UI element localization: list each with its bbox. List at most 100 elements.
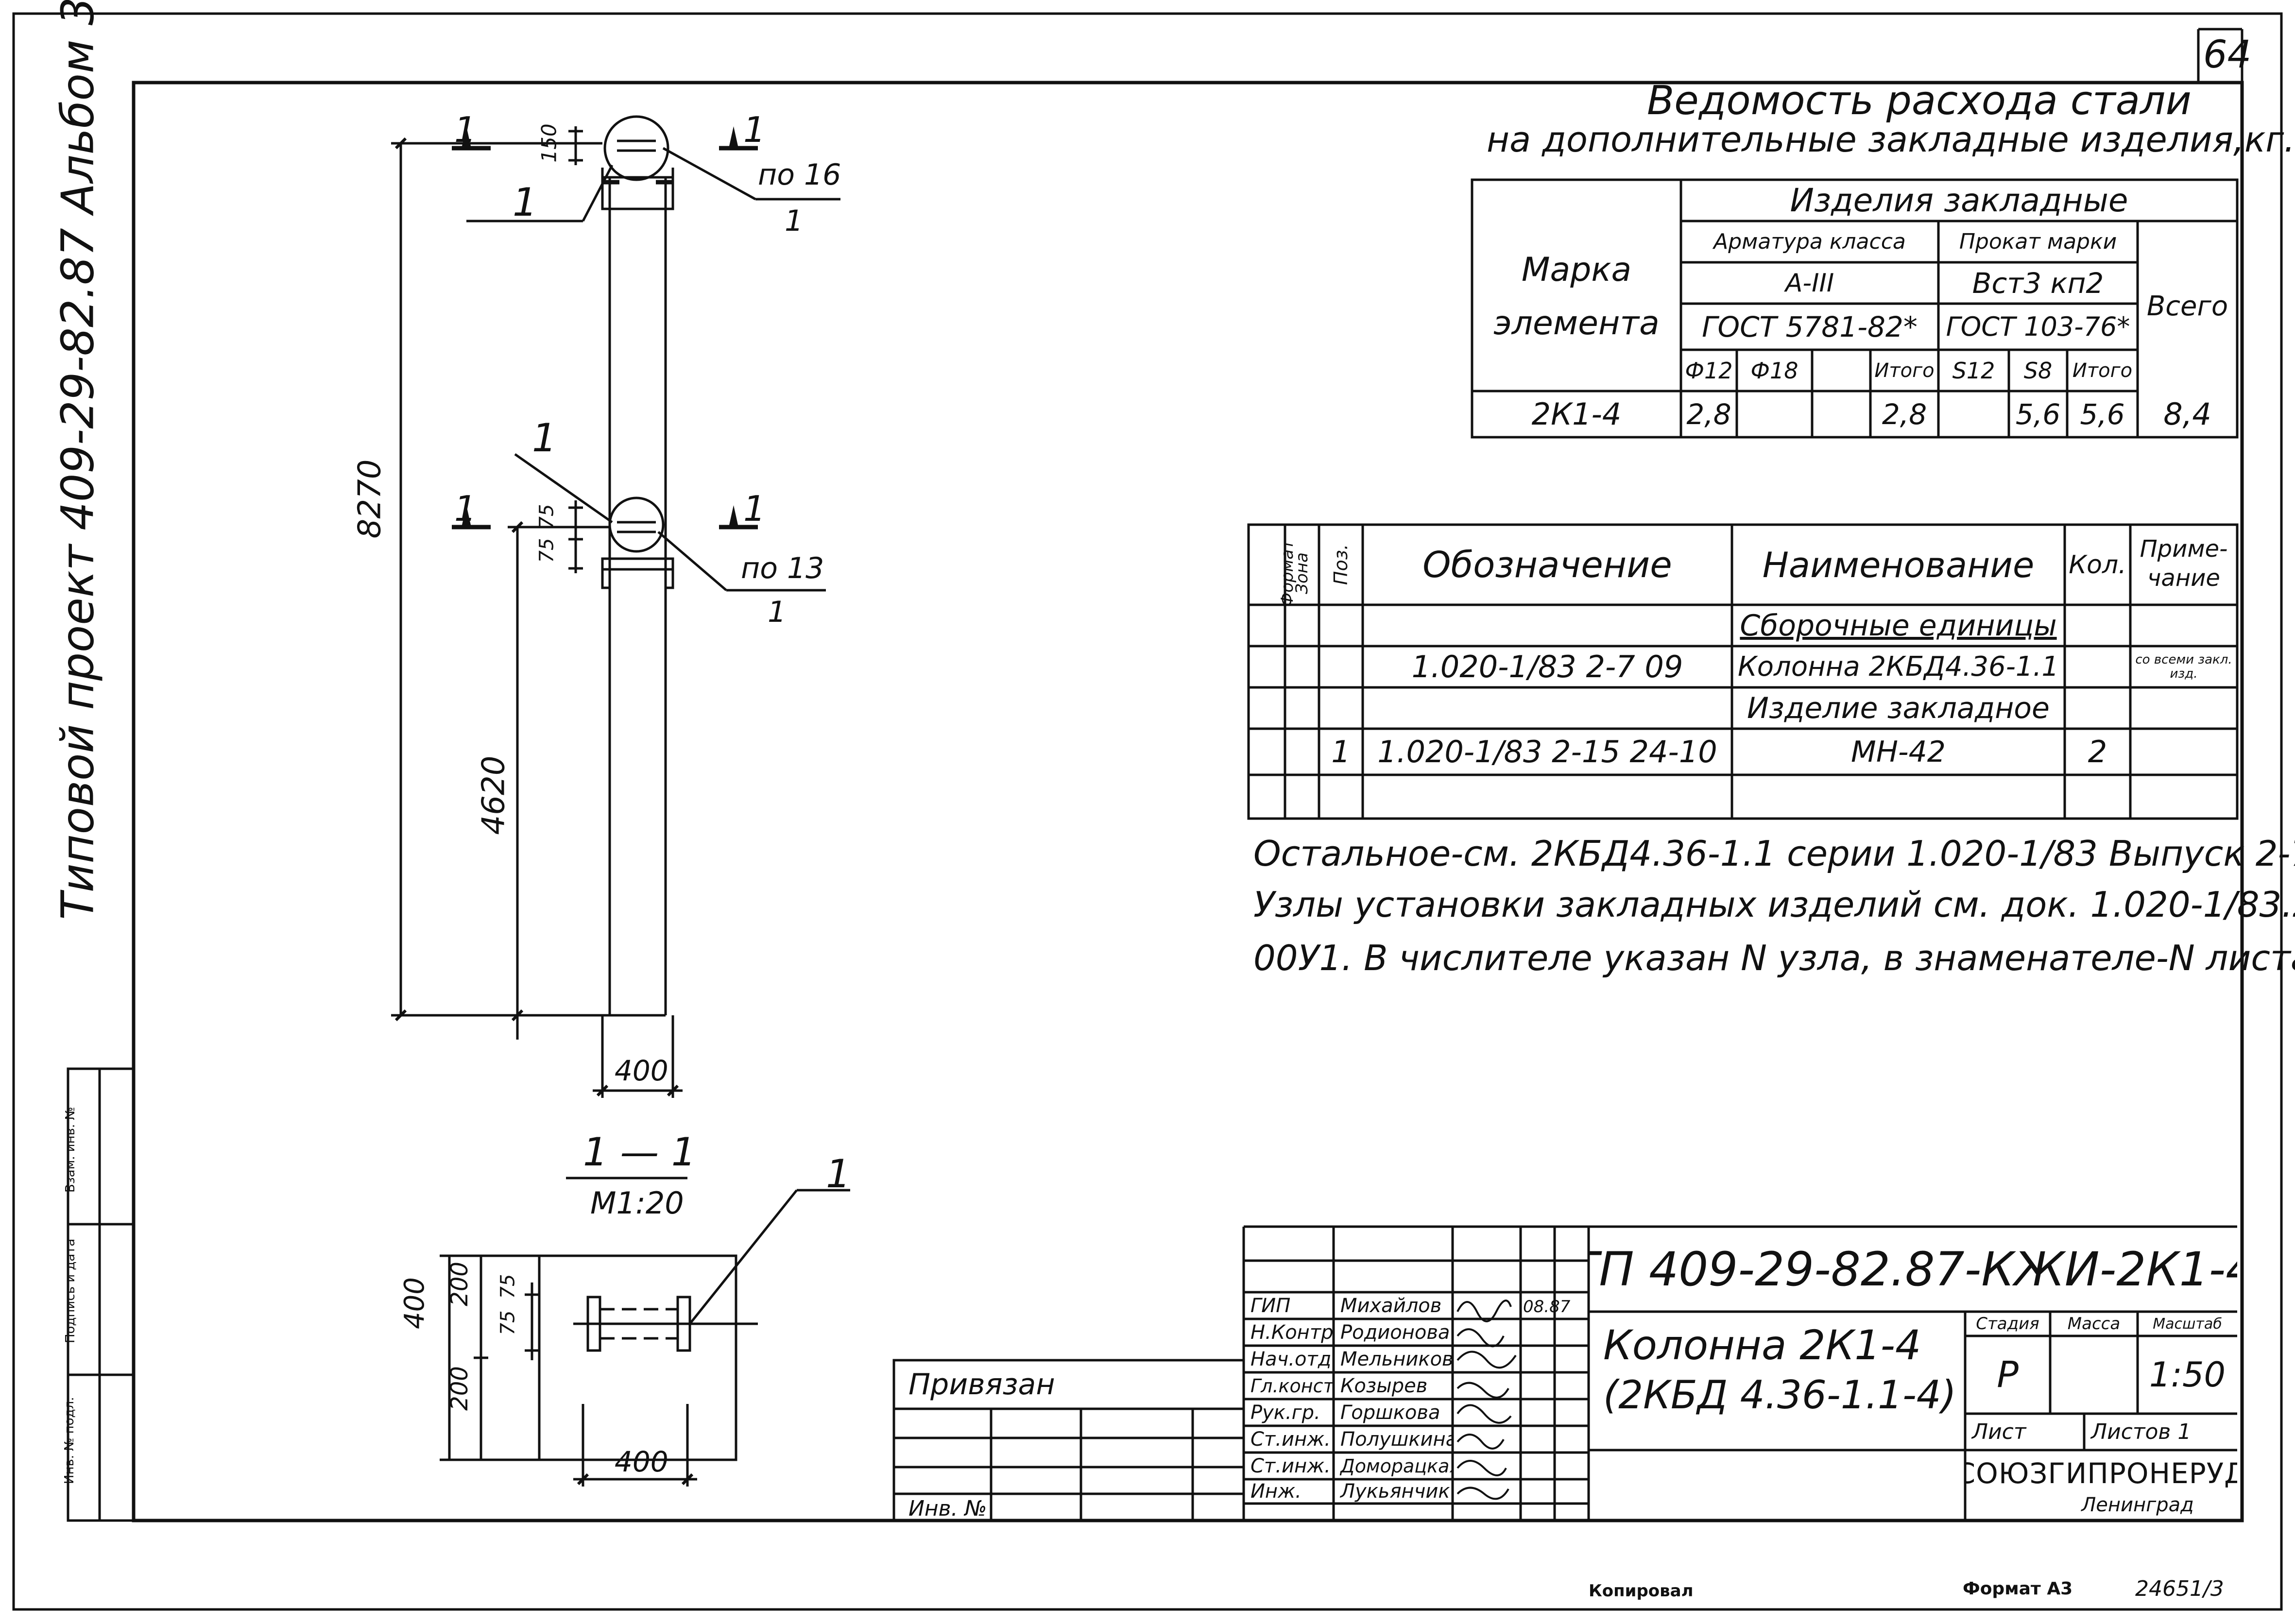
name-2: Родионова — [1340, 1321, 1450, 1344]
footer-format: Формат А3 — [1963, 1579, 2073, 1599]
steel-col-mark-1: Марка — [1521, 250, 1632, 289]
node-top-den: 1 — [785, 204, 804, 238]
steel-rebar-grade: А-III — [1785, 268, 1834, 298]
spec-row-1-name: Сборочные единицы — [1740, 608, 2057, 643]
spec-col-note-1: Приме- — [2140, 535, 2228, 563]
section-title: 1 — 1 — [583, 1129, 696, 1175]
spec-row-4-qty: 2 — [2088, 734, 2107, 769]
spec-row-2-name: Колонна 2КБД4.36-1.1 — [1738, 651, 2059, 683]
label-sheets: Листов 1 — [2091, 1419, 2192, 1444]
spec-row-3-name: Изделие закладное — [1747, 691, 2050, 725]
node-mid-den: 1 — [768, 595, 787, 629]
spec-col-qty: Кол. — [2069, 550, 2126, 580]
steel-profile-grade: Вст3 кп2 — [1972, 266, 2104, 300]
title-name-1: Колонна 2К1-4 — [1603, 1321, 1921, 1369]
role-2: Н.Контр — [1250, 1321, 1334, 1344]
note-line-3: 00У1. В числителе указан N узла, в знаме… — [1253, 938, 2295, 978]
signature-5 — [1456, 1404, 1512, 1424]
name-7: Доморацкая — [1340, 1455, 1453, 1477]
signature-6 — [1456, 1434, 1505, 1450]
steel-col-mark-2: элемента — [1493, 304, 1660, 342]
spec-col-designation: Обозначение — [1422, 544, 1672, 586]
steel-sub-f18: Ф18 — [1750, 357, 1798, 384]
title-code: ТП 409-29-82.87-КЖИ-2К1-4 — [1589, 1242, 2237, 1297]
footer-copied: Копировал — [1589, 1581, 1694, 1601]
note-line-2: Узлы установки закладных изделий см. док… — [1253, 884, 2295, 925]
org-city: Ленинград — [2081, 1493, 2194, 1516]
date: 08.87 — [1523, 1297, 1571, 1316]
privyazan-label: Привязан — [908, 1368, 1055, 1402]
role-3: Нач.отд — [1250, 1348, 1332, 1370]
steel-profile-title: Прокат марки — [1959, 229, 2117, 254]
cut-mark-top-left: 1 — [454, 109, 477, 150]
steel-sub-s8: S8 — [2023, 357, 2053, 384]
steel-header-group: Изделия закладные — [1790, 182, 2128, 219]
name-8: Лукьянчик — [1340, 1480, 1450, 1503]
steel-sub-f12: Ф12 — [1685, 357, 1733, 384]
steel-sub-s12: S12 — [1952, 357, 1995, 384]
signature-4 — [1456, 1382, 1509, 1399]
sheet-number: 64 — [2203, 33, 2252, 77]
title-name-2: (2КБД 4.36-1.1-4) — [1603, 1372, 1956, 1418]
signature-2 — [1456, 1328, 1505, 1348]
steel-rebar-class: Арматура класса — [1713, 229, 1906, 254]
steel-rebar-gost: ГОСТ 5781-82* — [1702, 310, 1918, 343]
cut-mark-mid-left: 1 — [454, 488, 477, 529]
node-top-num: по 16 — [758, 158, 841, 192]
label-mass: Масса — [2067, 1314, 2121, 1333]
name-3: Мельникова — [1340, 1348, 1453, 1370]
label-scale: Масштаб — [2153, 1315, 2222, 1333]
section-scale: М1:20 — [590, 1185, 684, 1221]
signature-8 — [1456, 1487, 1509, 1500]
value-stage: Р — [1997, 1354, 2019, 1396]
steel-title-2: на дополнительные закладные изделия,кг. — [1487, 119, 2295, 160]
org-name: СОЮЗГИПРОНЕРУД — [1965, 1456, 2237, 1490]
signature-7 — [1456, 1460, 1507, 1476]
section-dim-bottom: 400 — [615, 1445, 668, 1478]
steel-title-1: Ведомость расхода стали — [1647, 78, 2192, 124]
steel-row-mark: 2К1-4 — [1531, 396, 1622, 432]
section-callout: 1 — [826, 1151, 851, 1197]
spec-col-name: Наименование — [1762, 544, 2035, 585]
steel-sub-total-2: Итого — [2072, 359, 2133, 382]
label-stage: Стадия — [1976, 1314, 2039, 1333]
dim-width: 400 — [615, 1054, 668, 1087]
signature-3 — [1456, 1350, 1517, 1369]
role-4: Гл.констр. — [1250, 1375, 1334, 1397]
value-scale: 1:50 — [2149, 1355, 2226, 1395]
role-6: Ст.инж. — [1250, 1428, 1331, 1451]
steel-total-header: Всего — [2146, 290, 2228, 322]
steel-row-f12: 2,8 — [1686, 397, 1731, 431]
role-8: Инж. — [1250, 1480, 1302, 1503]
spec-row-2-note: со всеми закл. изд. — [2135, 652, 2232, 681]
inv-no-label: Инв. № — [908, 1496, 987, 1521]
signature-1 — [1456, 1299, 1512, 1322]
name-4: Козырев — [1340, 1374, 1428, 1397]
callout-mid: 1 — [532, 415, 557, 461]
name-6: Полушкина — [1340, 1428, 1453, 1451]
steel-sub-total-1: Итого — [1874, 359, 1935, 382]
role-5: Рук.гр. — [1250, 1401, 1320, 1424]
name-5: Горшкова — [1340, 1401, 1440, 1424]
spec-row-4-pos: 1 — [1331, 734, 1351, 769]
role-7: Ст.инж. — [1250, 1454, 1331, 1477]
node-mid-num: по 13 — [741, 551, 824, 585]
steel-row-all: 8,4 — [2163, 396, 2211, 432]
label-sheet: Лист — [1972, 1419, 2026, 1444]
steel-profile-gost: ГОСТ 103-76* — [1946, 311, 2130, 342]
spec-row-4-designation: 1.020-1/83 2-15 24-10 — [1377, 734, 1717, 769]
steel-row-total-1: 2,8 — [1882, 397, 1927, 431]
spec-col-note-2: чание — [2147, 564, 2220, 592]
callout-top: 1 — [513, 180, 537, 225]
cut-mark-mid-right: 1 — [743, 488, 766, 529]
note-line-1: Остальное-см. 2КБД4.36-1.1 серии 1.020-1… — [1253, 833, 2295, 874]
role-1: ГИП — [1250, 1294, 1291, 1317]
name-1: Михайлов — [1340, 1294, 1442, 1317]
spec-row-4-name: МН-42 — [1851, 735, 1946, 769]
footer-stamp-no: 24651/3 — [2135, 1576, 2224, 1601]
steel-row-s8: 5,6 — [2015, 397, 2061, 431]
cut-mark-top-right: 1 — [743, 109, 766, 150]
spec-row-2-designation: 1.020-1/83 2-7 09 — [1411, 649, 1683, 684]
